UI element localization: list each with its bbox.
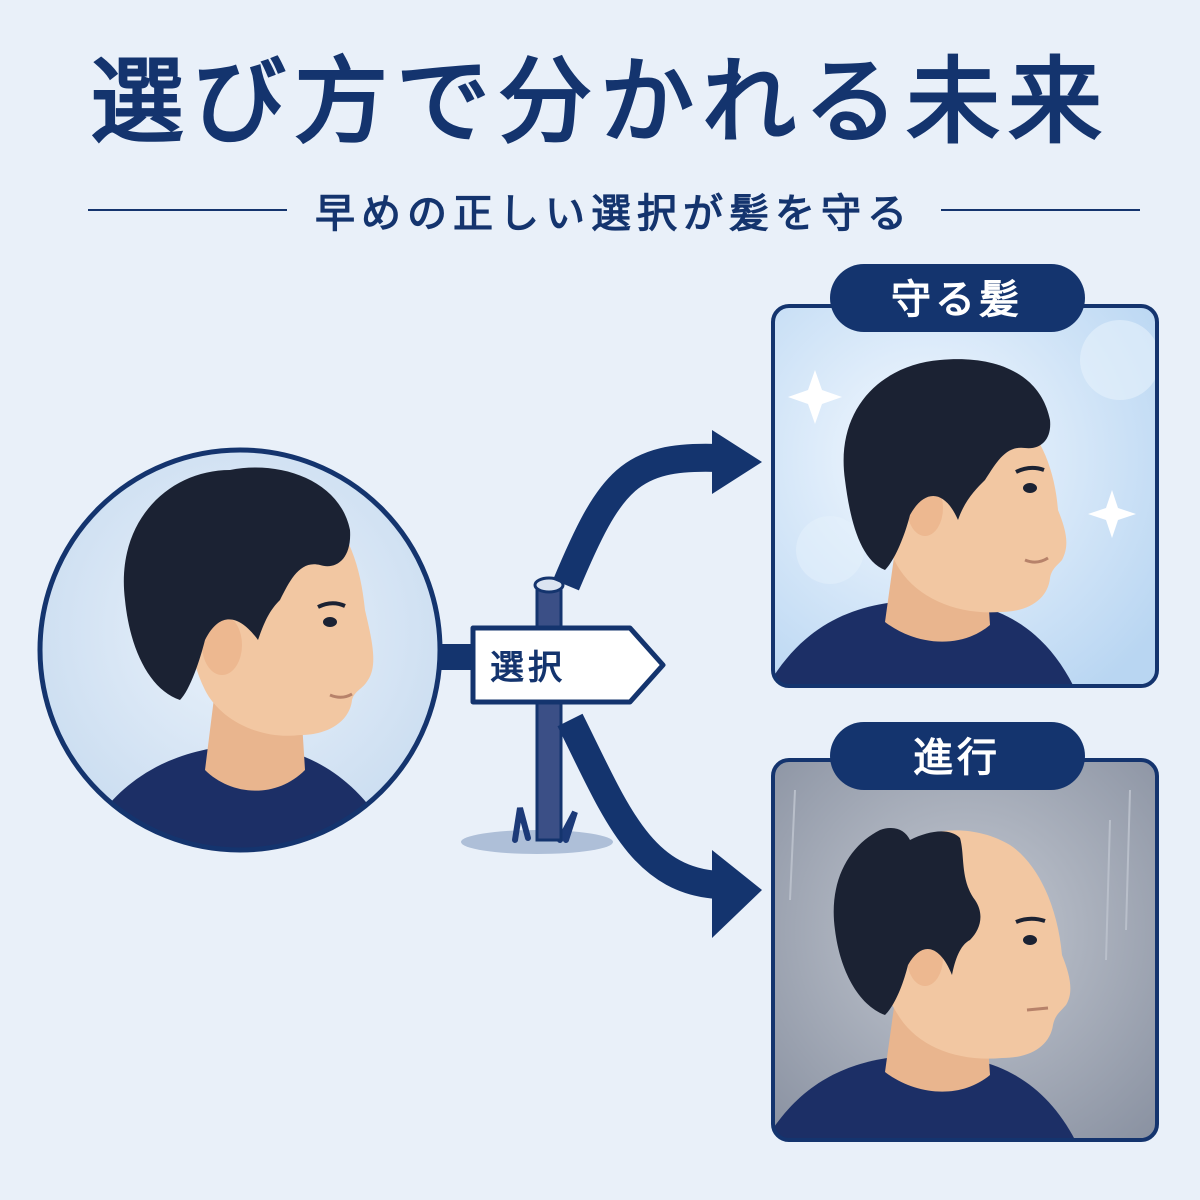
arrow-up-head [712, 430, 762, 494]
branch-arrows [553, 430, 762, 938]
subtitle-row: 早めの正しい選択が髪を守る [88, 180, 1140, 240]
signpost-label: 選択 [490, 648, 566, 688]
outcome-badge-progression: 進行 [830, 722, 1085, 790]
subtitle-divider-left [88, 209, 287, 211]
outcome-panel-progression [771, 758, 1159, 1142]
subtitle: 早めの正しい選択が髪を守る [315, 191, 913, 237]
page-title: 選び方で分かれる未来 [89, 48, 1110, 157]
outcome-badge-protected: 守る髪 [830, 264, 1085, 332]
subtitle-divider-right [941, 209, 1140, 211]
arrow-down-head [712, 850, 762, 938]
sparkle-icon [788, 370, 842, 424]
outcome-label-protected: 守る髪 [891, 277, 1023, 323]
sparkle-icon [1088, 490, 1136, 538]
signpost [461, 576, 613, 854]
outcome-label-progression: 進行 [913, 735, 1001, 781]
signpost-board: 選択 [470, 625, 666, 705]
outcome-panel-protected [771, 304, 1159, 688]
current-portrait [37, 447, 443, 853]
